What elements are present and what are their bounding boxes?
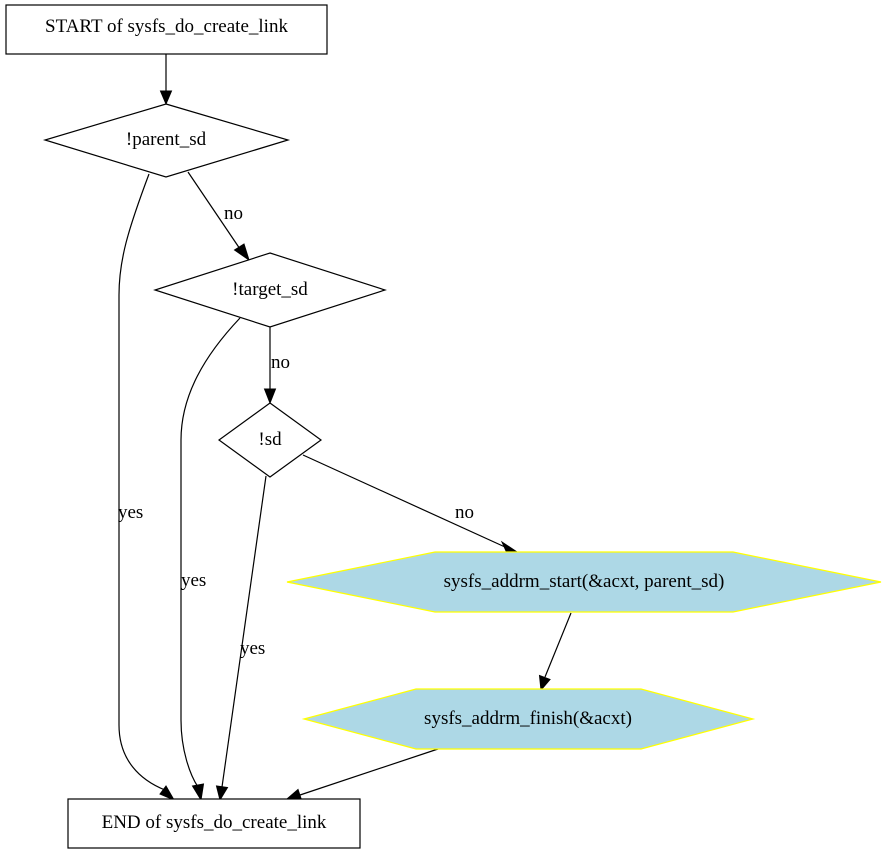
sd-check-node: !sd — [217, 402, 323, 478]
edge-label-target-no: no — [271, 352, 290, 373]
target-check-node: !target_sd — [153, 252, 387, 328]
addrm-start-label: sysfs_addrm_start(&acxt, parent_sd) — [444, 571, 725, 592]
start-node-label: START of sysfs_do_create_link — [45, 16, 288, 37]
edge-label-sd-no: no — [455, 502, 474, 523]
addrm-finish-label: sysfs_addrm_finish(&acxt) — [424, 708, 632, 729]
addrm-finish-node: sysfs_addrm_finish(&acxt) — [301, 688, 756, 750]
edge-sd-no: no — [302, 454, 519, 553]
edge-parent-yes: yes — [118, 173, 176, 802]
parent-check-node: !parent_sd — [42, 103, 291, 178]
edge-finish-to-end — [285, 748, 439, 801]
end-node: END of sysfs_do_create_link — [67, 798, 361, 849]
edge-target-no: no — [263, 327, 290, 405]
edge-label-parent-no: no — [224, 203, 243, 224]
target-check-label: !target_sd — [232, 279, 308, 300]
sd-check-label: !sd — [258, 429, 282, 450]
edge-label-sd-yes: yes — [240, 638, 265, 659]
edges: no yes no yes yes no — [118, 54, 572, 802]
parent-check-label: !parent_sd — [126, 129, 207, 150]
start-node: START of sysfs_do_create_link — [5, 4, 328, 55]
edge-sd-yes: yes — [215, 475, 267, 802]
addrm-start-node: sysfs_addrm_start(&acxt, parent_sd) — [286, 551, 882, 613]
edge-start-to-finish — [538, 612, 572, 692]
edge-start-to-parent-check — [159, 54, 173, 106]
edge-label-parent-yes: yes — [118, 502, 143, 523]
edge-label-target-yes: yes — [181, 570, 206, 591]
end-node-label: END of sysfs_do_create_link — [102, 812, 327, 833]
edge-target-yes: yes — [180, 317, 241, 802]
nodes: START of sysfs_do_create_link !parent_sd… — [5, 4, 882, 849]
edge-parent-no: no — [187, 171, 250, 262]
